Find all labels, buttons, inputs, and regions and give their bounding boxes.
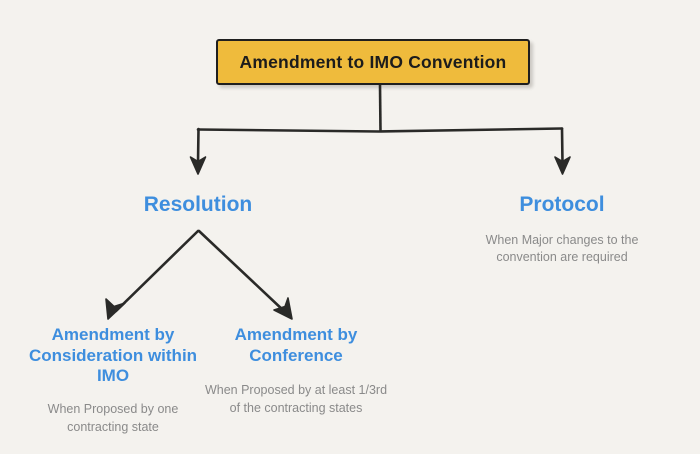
connector-drop-right — [560, 127, 564, 165]
root-node-label: Amendment to IMO Convention — [239, 51, 507, 72]
node-amendment-by-consideration-within-imo[interactable]: Amendment by Consideration within IMO Wh… — [20, 325, 206, 437]
node-protocol-title: Protocol — [519, 193, 605, 216]
node-protocol[interactable]: Protocol When Major changes to the conve… — [472, 192, 652, 267]
connector-horizontal-bus — [196, 127, 564, 133]
arrowhead-conference — [273, 297, 293, 320]
arrowhead-resolution — [189, 156, 207, 175]
node-resolution[interactable]: Resolution — [108, 192, 288, 218]
arrowhead-protocol — [554, 156, 571, 175]
node-resolution-title: Resolution — [143, 193, 253, 216]
connector-diagonal-left — [114, 229, 200, 313]
connector-drop-left — [196, 127, 200, 165]
node-protocol-caption: When Major changes to the convention are… — [485, 232, 639, 265]
connector-root-stem — [378, 83, 382, 133]
node-consideration-title: Amendment by Consideration within IMO — [28, 325, 198, 386]
node-conference-title: Amendment by Conference — [234, 325, 358, 365]
root-node-amendment-to-imo-convention[interactable]: Amendment to IMO Convention — [216, 39, 530, 85]
connector-diagonal-right — [197, 229, 286, 313]
node-conference-caption: When Proposed by at least 1/3rd of the c… — [204, 383, 388, 416]
arrowhead-consideration — [105, 298, 126, 320]
node-consideration-caption: When Proposed by one contracting state — [47, 402, 179, 434]
node-amendment-by-conference[interactable]: Amendment by Conference When Proposed by… — [200, 325, 392, 418]
